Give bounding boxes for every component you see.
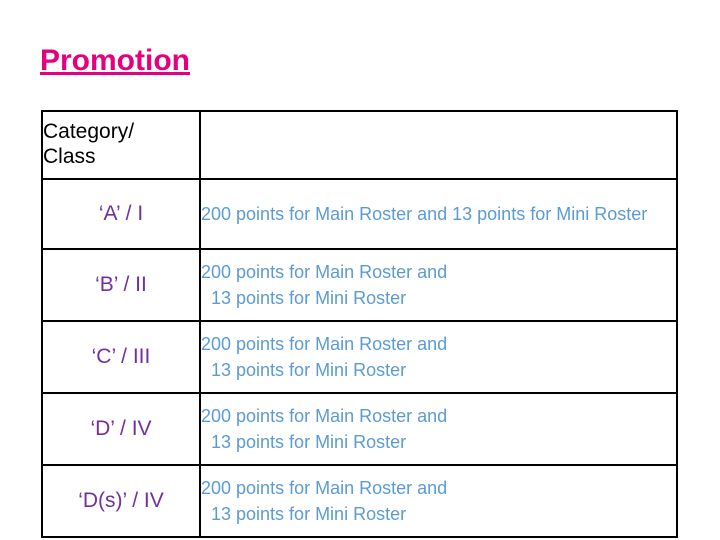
page-title: Promotion <box>40 44 190 77</box>
promotion-table: Category/ Class ‘A’ / I 200 points for M… <box>41 110 678 538</box>
description-line1: 200 points for Main Roster and <box>201 477 448 498</box>
category-cell: ‘B’ / II <box>41 248 201 322</box>
promotion-table-wrapper: Category/ Class ‘A’ / I 200 points for M… <box>41 110 678 538</box>
category-cell: ‘D’ / IV <box>41 392 201 466</box>
description-line1: 200 points for Main Roster and 13 points <box>201 203 526 224</box>
category-cell: ‘A’ / I <box>41 178 201 250</box>
table-row: ‘D(s)’ / IV 200 points for Main Roster a… <box>41 464 678 538</box>
description-line2: 13 points for Mini Roster <box>211 504 407 524</box>
table-row: ‘A’ / I 200 points for Main Roster and 1… <box>41 178 678 250</box>
category-cell: ‘D(s)’ / IV <box>41 464 201 538</box>
description-line2: 13 points for Mini Roster <box>211 360 407 380</box>
category-header-cell: Category/ Class <box>41 110 201 180</box>
category-header-line2: Class <box>43 145 96 168</box>
description-cell: 200 points for Main Roster and 13 points… <box>199 248 678 322</box>
description-line2: 13 points for Mini Roster <box>211 288 407 308</box>
category-header-line1: Category/ <box>43 120 135 144</box>
table-row: ‘C’ / III 200 points for Main Roster and… <box>41 320 678 394</box>
table-header-row: Category/ Class <box>41 110 678 180</box>
description-cell: 200 points for Main Roster and 13 points… <box>199 178 678 250</box>
description-line1: 200 points for Main Roster and <box>201 333 448 354</box>
description-line2: 13 points for Mini Roster <box>211 432 407 452</box>
description-cell: 200 points for Main Roster and 13 points… <box>199 464 678 538</box>
table-row: ‘B’ / II 200 points for Main Roster and … <box>41 248 678 322</box>
description-line2: for Mini Roster <box>530 203 648 224</box>
description-cell: 200 points for Main Roster and 13 points… <box>199 320 678 394</box>
table-row: ‘D’ / IV 200 points for Main Roster and … <box>41 392 678 466</box>
description-line1: 200 points for Main Roster and <box>201 261 448 282</box>
value-header-cell <box>199 110 678 180</box>
category-cell: ‘C’ / III <box>41 320 201 394</box>
description-line1: 200 points for Main Roster and <box>201 405 448 426</box>
description-cell: 200 points for Main Roster and 13 points… <box>199 392 678 466</box>
